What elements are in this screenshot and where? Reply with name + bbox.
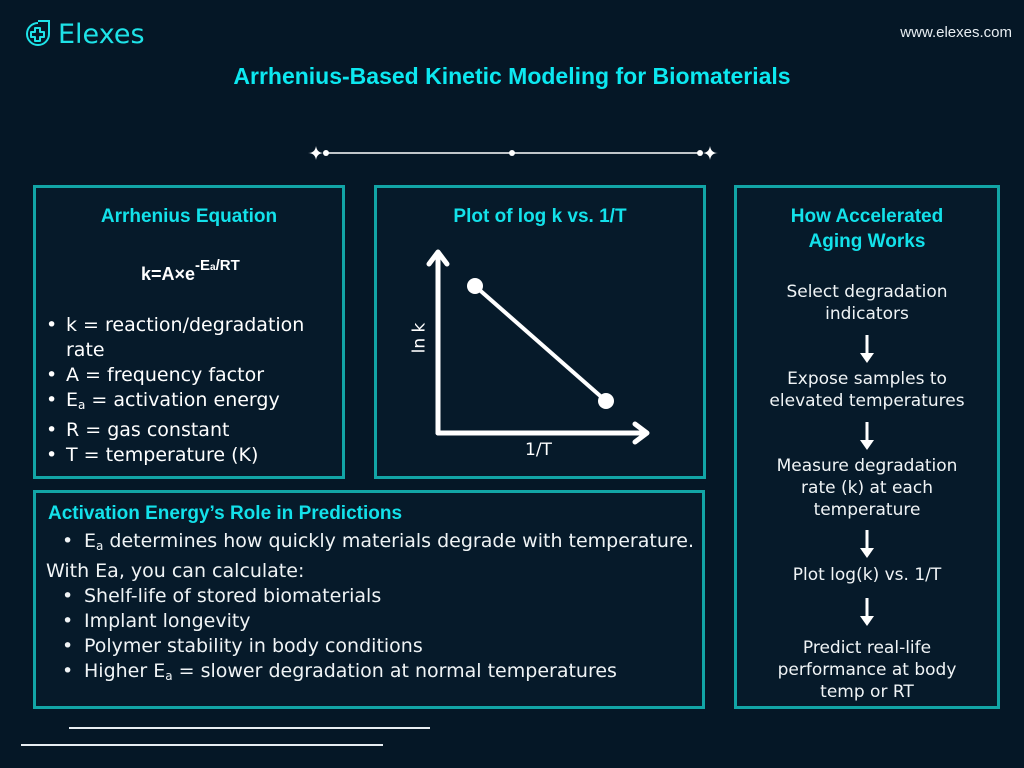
x-axis-label: 1/T	[525, 440, 552, 460]
data-point	[598, 393, 614, 409]
step-5: Predict real-life performance at body te…	[777, 638, 957, 702]
arrow-down-icon	[860, 422, 874, 450]
log-k-plot-panel: Plot of log k vs. 1/T ln k 1/T	[374, 185, 706, 479]
equation-exponent: -Ea/RT	[195, 257, 240, 274]
y-axis-label: ln k	[409, 322, 430, 354]
accelerated-aging-panel: How Accelerated Aging Works Select degra…	[734, 185, 1000, 709]
list-item: A = frequency factor	[46, 363, 342, 388]
shield-plus-icon	[26, 20, 50, 46]
panel-title: Activation Energy’s Role in Predictions	[48, 503, 403, 524]
step-3: Measure degradation rate (k) at each tem…	[776, 456, 958, 520]
decorative-line	[21, 744, 383, 746]
list-item: Higher Ea = slower degradation at normal…	[46, 659, 694, 689]
panel-title: How Accelerated Aging Works	[790, 206, 944, 252]
site-url[interactable]: www.elexes.com	[900, 24, 1012, 41]
list-item: k = reaction/degradation rate	[46, 313, 342, 363]
x-axis-arrow-icon	[632, 421, 650, 445]
step-2: Expose samples to elevated temperatures	[769, 369, 965, 411]
step-4: Plot log(k) vs. 1/T	[792, 565, 942, 585]
trend-line	[473, 284, 608, 403]
panel-title: Arrhenius Equation	[100, 206, 278, 227]
brand-name: Elexes	[58, 18, 145, 50]
title-divider	[308, 146, 718, 160]
list-item: Ea determines how quickly materials degr…	[46, 529, 694, 559]
list-item: R = gas constant	[46, 418, 342, 443]
equation-base: k=A×e	[141, 264, 196, 284]
list-item: Implant longevity	[46, 609, 694, 634]
activation-energy-content: Ea determines how quickly materials degr…	[46, 529, 694, 689]
list-item: Shelf-life of stored biomaterials	[46, 584, 694, 609]
data-point	[467, 278, 483, 294]
activation-energy-panel: Activation Energy’s Role in Predictions …	[33, 490, 705, 709]
list-item: T = temperature (K)	[46, 443, 342, 468]
arrow-down-icon	[860, 530, 874, 558]
variable-definitions: k = reaction/degradation rate A = freque…	[46, 313, 342, 468]
brand-logo[interactable]: Elexes	[22, 18, 145, 50]
list-item: Polymer stability in body conditions	[46, 634, 694, 659]
y-axis-arrow-icon	[426, 249, 450, 267]
calculation-intro: With Ea, you can calculate:	[46, 560, 305, 582]
page-title: Arrhenius-Based Kinetic Modeling for Bio…	[233, 63, 791, 89]
arrow-down-icon	[860, 598, 874, 626]
decorative-line	[69, 727, 430, 729]
panel-title: Plot of log k vs. 1/T	[453, 206, 627, 227]
arrhenius-equation-panel: Arrhenius Equation k=A×e-Ea/RT k = react…	[33, 185, 345, 479]
step-1: Select degradation indicators	[786, 282, 948, 324]
list-item: Ea = activation energy	[46, 388, 342, 418]
arrow-down-icon	[860, 335, 874, 363]
arrhenius-plot	[426, 249, 650, 445]
arrhenius-equation: k=A×e-Ea/RT	[141, 257, 240, 285]
